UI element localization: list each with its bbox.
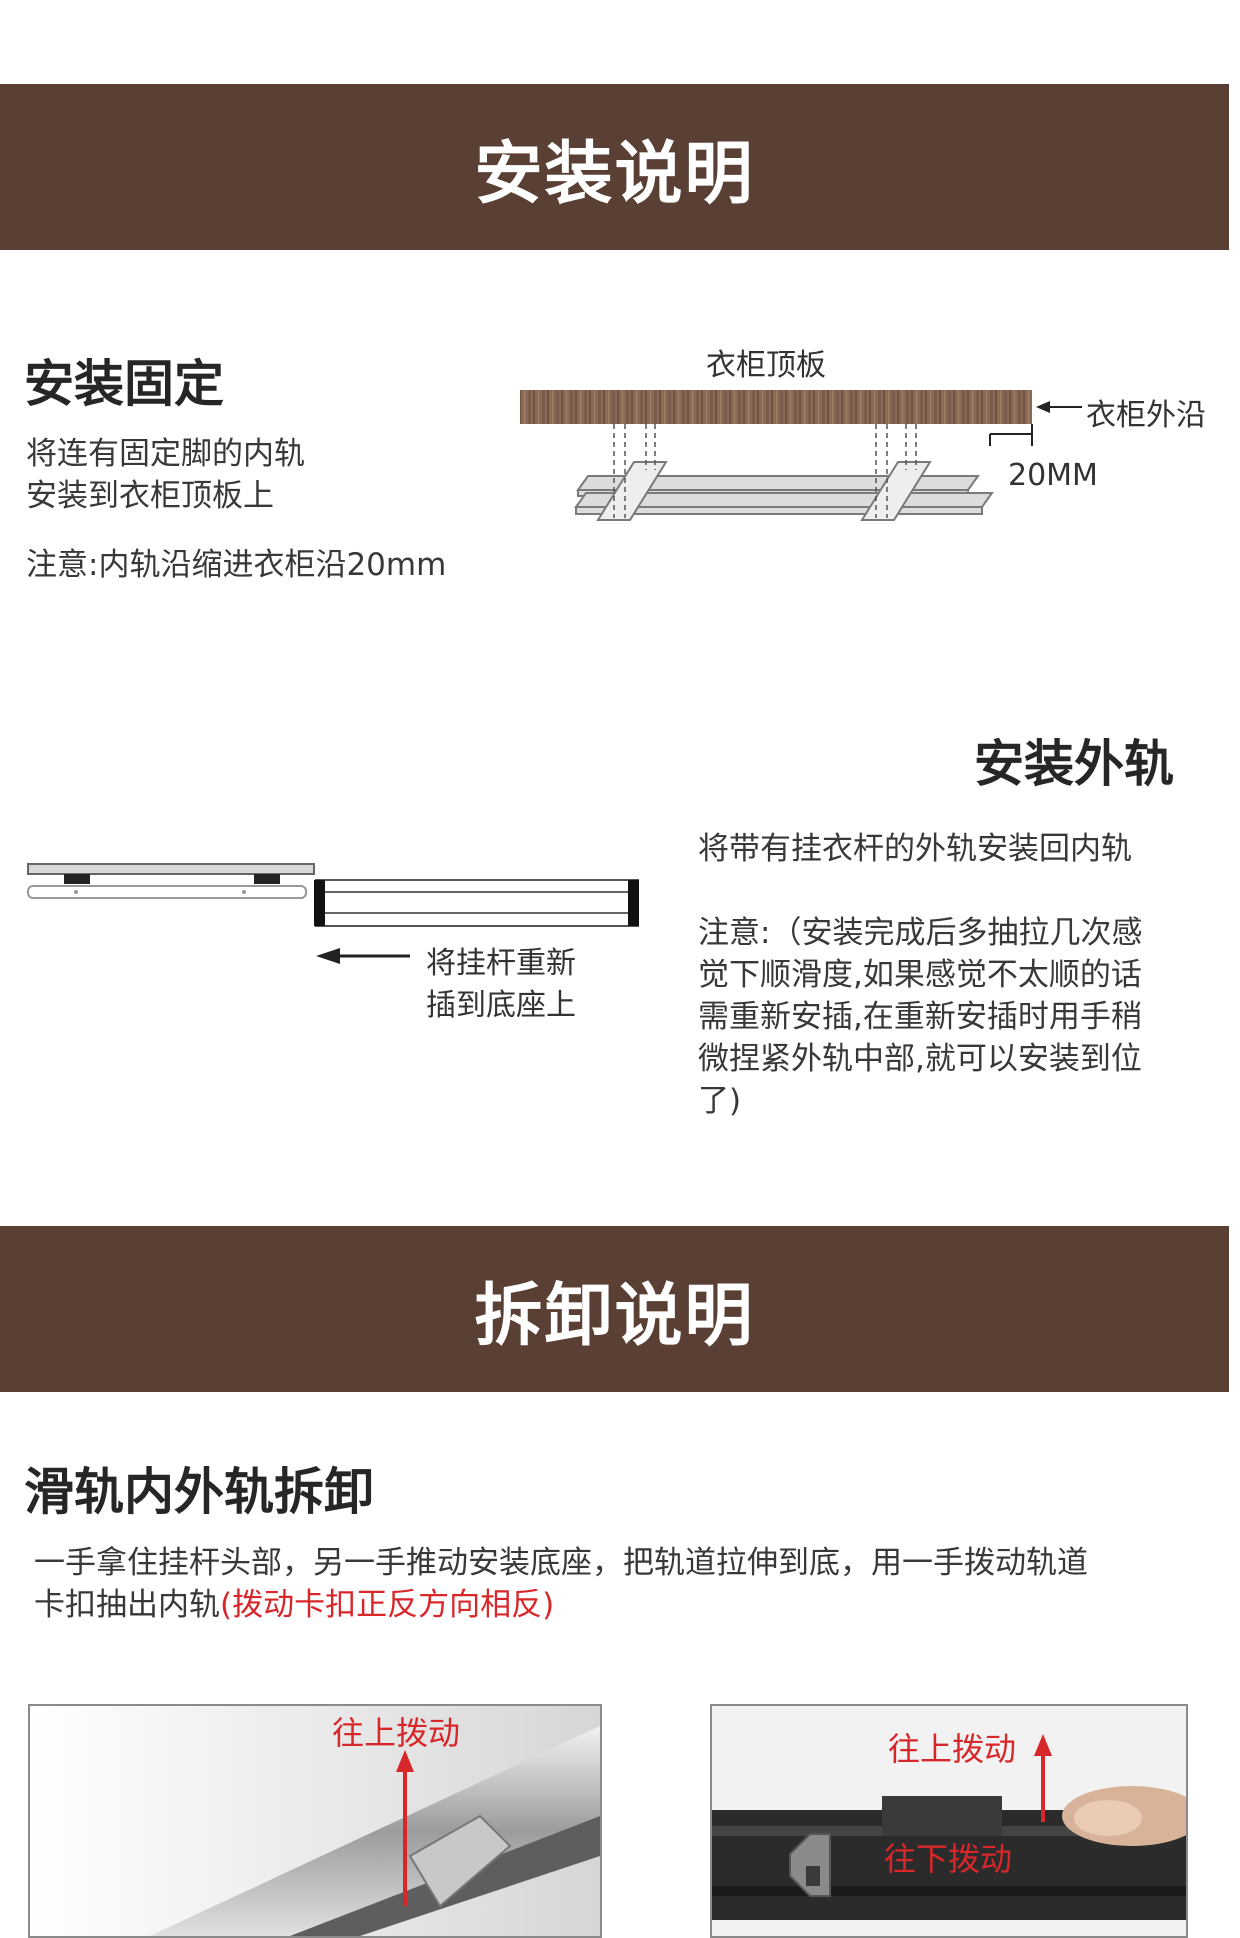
- outer-arrow-label1: 将挂杆重新: [426, 946, 576, 981]
- remove-title: 滑轨内外轨拆卸: [24, 1463, 374, 1521]
- label-20mm: 20MM: [1008, 458, 1098, 493]
- remove-desc-red: (拨动卡扣正反方向相反): [220, 1587, 555, 1623]
- fix-title: 安装固定: [24, 355, 224, 413]
- outer-note-line2: 觉下顺滑度,如果感觉不太顺的话: [698, 957, 1142, 993]
- outer-rail-diagram: [27, 863, 639, 964]
- photo-rail-release-1: 往上拨动: [28, 1704, 602, 1938]
- outer-note-line4: 微捏紧外轨中部,就可以安装到位: [698, 1041, 1142, 1077]
- remove-desc-line1: 一手拿住挂杆头部，另一手推动安装底座，把轨道拉伸到底，用一手拨动轨道: [34, 1545, 1088, 1581]
- outer-title: 安装外轨: [974, 735, 1174, 793]
- install-banner: 安装说明: [0, 84, 1229, 250]
- install-banner-title: 安装说明: [474, 134, 755, 214]
- label-wardrobe-top: 衣柜顶板: [706, 348, 826, 383]
- outer-desc: 将带有挂衣杆的外轨安装回内轨: [698, 831, 1132, 867]
- remove-desc-line2: 卡扣抽出内轨(拨动卡扣正反方向相反): [34, 1584, 554, 1626]
- fix-note: 注意:内轨沿缩进衣柜沿20mm: [26, 547, 447, 583]
- remove-desc-prefix: 卡扣抽出内轨: [34, 1587, 220, 1623]
- remove-banner-title: 拆卸说明: [474, 1276, 755, 1356]
- photo2-label-down: 往下拨动: [884, 1840, 1013, 1878]
- outer-note-line5: 了): [698, 1083, 742, 1119]
- remove-banner: 拆卸说明: [0, 1226, 1229, 1392]
- outer-note-line3: 需重新安插,在重新安插时用手稍: [698, 999, 1142, 1035]
- photo2-label-up: 往上拨动: [888, 1730, 1017, 1768]
- fix-desc-line1: 将连有固定脚的内轨: [26, 436, 305, 472]
- outer-note-line1: 注意:（安装完成后多抽拉几次感: [698, 915, 1143, 951]
- outer-arrow-label2: 插到底座上: [426, 988, 576, 1023]
- wardrobe-top-board: [520, 390, 1032, 424]
- fix-desc-line2: 安装到衣柜顶板上: [26, 478, 274, 514]
- photo-rail-release-2: 往上拨动 往下拨动: [710, 1704, 1188, 1938]
- label-wardrobe-edge: 衣柜外沿: [1086, 398, 1206, 433]
- fix-diagram: [520, 390, 1082, 521]
- photo1-illustration: [30, 1706, 600, 1936]
- photo1-label-up: 往上拨动: [332, 1714, 461, 1752]
- photo2-illustration: [712, 1706, 1186, 1936]
